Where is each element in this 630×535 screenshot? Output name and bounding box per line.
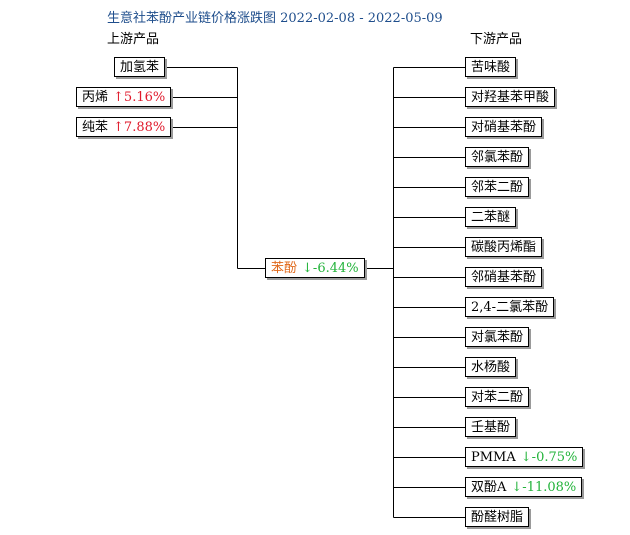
up-arrow-icon: ↑ — [113, 120, 124, 135]
change-value: -11.08% — [522, 480, 577, 495]
down-arrow-icon: ↓ — [302, 261, 313, 276]
node-name: PMMA — [471, 450, 516, 465]
change-value: -6.44% — [312, 261, 359, 276]
node-name: 双酚A — [471, 480, 507, 495]
upstream-header: 上游产品 — [107, 32, 160, 47]
down-arrow-icon: ↓ — [520, 450, 532, 465]
upstream-node[interactable]: 丙烯 ↑5.16% — [76, 87, 172, 107]
node-name: 二苯醚 — [471, 210, 511, 225]
downstream-node[interactable]: 酚醛树脂 — [465, 507, 530, 527]
up-arrow-icon: ↑ — [113, 90, 124, 105]
node-name: 丙烯 — [82, 90, 109, 105]
downstream-node[interactable]: 双酚A ↓-11.08% — [465, 477, 583, 497]
downstream-node[interactable]: 二苯醚 — [465, 207, 517, 227]
node-name: 对硝基苯酚 — [471, 120, 537, 135]
center-node[interactable]: 苯酚 ↓-6.44% — [265, 258, 365, 278]
node-name: 纯苯 — [82, 120, 109, 135]
downstream-node[interactable]: 对苯二酚 — [465, 387, 530, 407]
downstream-node[interactable]: 邻硝基苯酚 — [465, 267, 543, 287]
downstream-node[interactable]: 对硝基苯酚 — [465, 117, 543, 137]
downstream-header: 下游产品 — [470, 32, 523, 47]
downstream-node[interactable]: 水杨酸 — [465, 357, 517, 377]
upstream-node[interactable]: 加氢苯 — [114, 57, 166, 77]
node-name: 壬基酚 — [471, 420, 511, 435]
change-value: 5.16% — [123, 90, 166, 105]
node-name: 对苯二酚 — [471, 390, 524, 405]
node-name: 苦味酸 — [471, 60, 511, 75]
chart-title: 生意社苯酚产业链价格涨跌图 2022-02-08 - 2022-05-09 — [107, 11, 443, 26]
downstream-node[interactable]: 苦味酸 — [465, 57, 517, 77]
node-name: 邻苯二酚 — [471, 180, 524, 195]
node-name: 邻氯苯酚 — [471, 150, 524, 165]
downstream-node[interactable]: 邻苯二酚 — [465, 177, 530, 197]
node-name: 对氯苯酚 — [471, 330, 524, 345]
downstream-node[interactable]: 对羟基苯甲酸 — [465, 87, 556, 107]
upstream-node[interactable]: 纯苯 ↑7.88% — [76, 117, 172, 137]
node-name: 2,4-二氯苯酚 — [471, 300, 549, 315]
node-name: 酚醛树脂 — [471, 510, 524, 525]
node-name: 苯酚 — [271, 261, 298, 276]
down-arrow-icon: ↓ — [511, 480, 523, 495]
downstream-node[interactable]: 邻氯苯酚 — [465, 147, 530, 167]
downstream-node[interactable]: PMMA ↓-0.75% — [465, 447, 584, 467]
node-name: 加氢苯 — [120, 60, 160, 75]
downstream-node[interactable]: 碳酸丙烯酯 — [465, 237, 543, 257]
downstream-node[interactable]: 壬基酚 — [465, 417, 517, 437]
node-name: 对羟基苯甲酸 — [471, 90, 550, 105]
node-name: 水杨酸 — [471, 360, 511, 375]
node-name: 邻硝基苯酚 — [471, 270, 537, 285]
downstream-node[interactable]: 2,4-二氯苯酚 — [465, 297, 555, 317]
change-value: -0.75% — [531, 450, 578, 465]
node-name: 碳酸丙烯酯 — [471, 240, 537, 255]
change-value: 7.88% — [123, 120, 166, 135]
downstream-node[interactable]: 对氯苯酚 — [465, 327, 530, 347]
